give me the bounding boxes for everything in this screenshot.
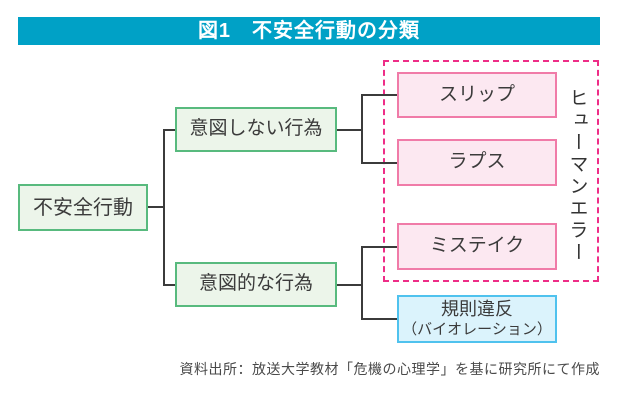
source-note: 資料出所：放送大学教材「危機の心理学」を基に研究所にて作成: [179, 361, 600, 377]
node-rule-violation-line2: （バイオレーション）: [402, 320, 552, 338]
connector-unintentional-trunk: [337, 129, 363, 131]
connector-unintentional-vertical: [361, 94, 363, 164]
node-lapse-label: ラプス: [448, 151, 506, 173]
connector-intentional-vertical: [361, 246, 363, 320]
node-unintentional-act: 意図しない行為: [175, 107, 337, 152]
node-unsafe-behavior: 不安全行動: [18, 184, 148, 231]
node-lapse: ラプス: [397, 139, 557, 186]
node-unintentional-act-label: 意図しない行為: [189, 118, 323, 140]
human-error-group-outline: [383, 60, 599, 282]
connector-root-branch-vertical: [163, 129, 165, 286]
node-rule-violation-label: 規則違反 （バイオレーション）: [402, 299, 552, 339]
node-slip-label: スリップ: [438, 83, 515, 105]
node-intentional-act-label: 意図的な行為: [198, 273, 313, 295]
node-unsafe-behavior-label: 不安全行動: [33, 196, 133, 219]
node-mistake-label: ミステイク: [429, 235, 525, 257]
node-slip: スリップ: [397, 72, 557, 118]
node-intentional-act: 意図的な行為: [175, 262, 337, 307]
connector-intentional-trunk: [337, 284, 363, 286]
connector-to-intentional: [165, 284, 175, 286]
connector-to-unintentional: [165, 129, 175, 131]
connector-to-slip: [363, 94, 397, 96]
connector-root-trunk: [148, 206, 165, 208]
human-error-group-label: ヒューマンエラー: [566, 88, 588, 264]
node-mistake: ミステイク: [397, 223, 557, 270]
figure-title-bar: 図1 不安全行動の分類: [18, 17, 600, 45]
connector-to-mistake: [363, 246, 397, 248]
figure-title: 図1 不安全行動の分類: [197, 20, 421, 42]
node-rule-violation-line1: 規則違反: [440, 299, 513, 320]
node-rule-violation: 規則違反 （バイオレーション）: [397, 295, 557, 343]
connector-to-lapse: [363, 162, 397, 164]
connector-to-violation: [363, 318, 397, 320]
